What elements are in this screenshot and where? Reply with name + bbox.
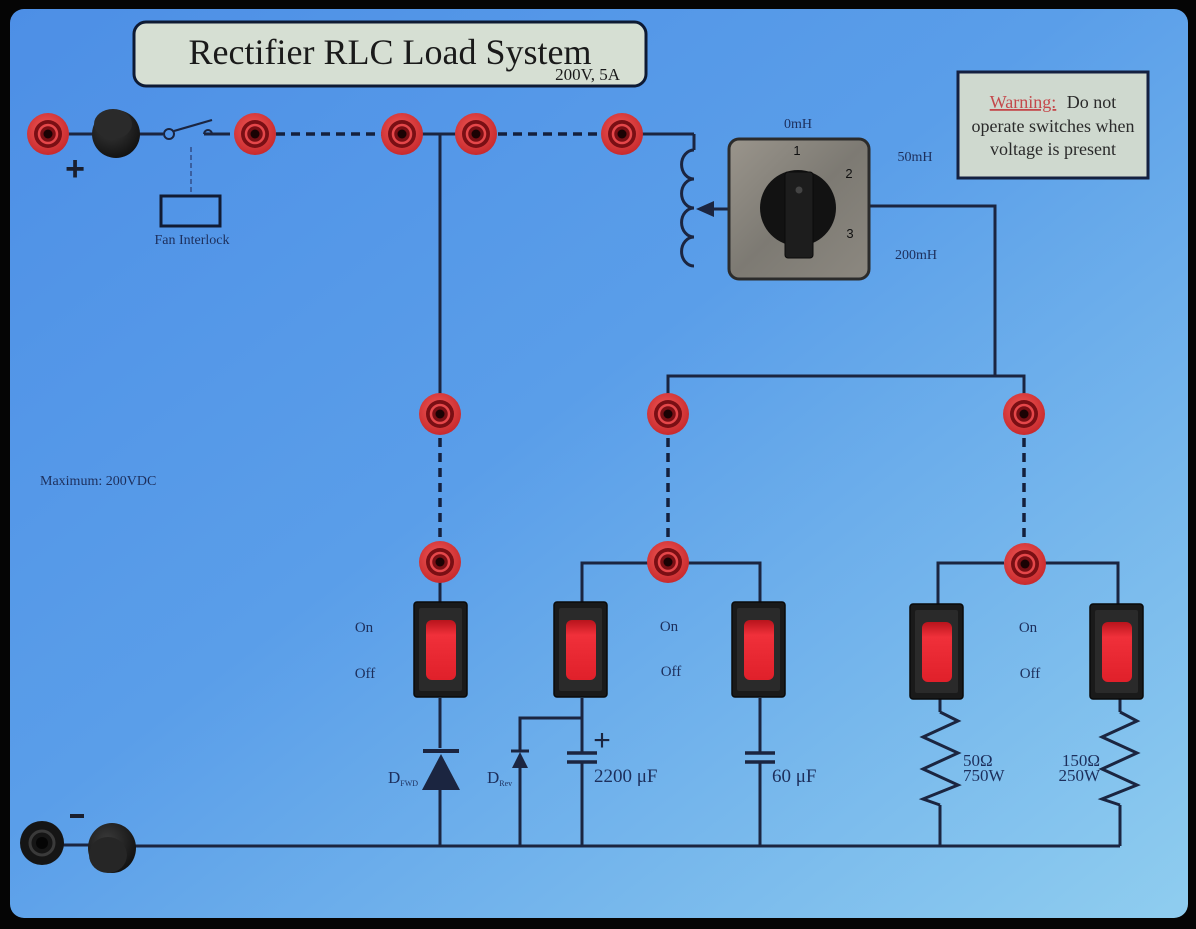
rocker-paddle[interactable] [1102,622,1132,682]
resistor-50ohm-icon [918,710,962,807]
capacitor-branch-lower-jack[interactable] [647,541,689,583]
selector-position-1: 1 [793,143,800,158]
capacitor-branch-upper-jack[interactable] [647,393,689,435]
capacitor-60uf-icon [745,751,775,764]
bank1-off-label: Off [355,666,376,682]
capacitor-60uf-label: 60 μF [772,766,817,787]
positive-terminal-jack[interactable] [27,113,69,155]
fan-interlock-label: Fan Interlock [154,233,229,248]
rocker-switches [413,601,1144,700]
reverse-diode-icon [511,749,529,768]
diode-forward-switch[interactable] [413,601,468,698]
capacitor-60uf-switch[interactable] [731,601,786,698]
bus-jack-2[interactable] [381,113,423,155]
forward-diode-label: DFWD [388,768,418,788]
resistor-50ohm-power: 750W [963,766,1006,785]
resistor-50ohm-switch[interactable] [909,603,964,700]
bank1-on-label: On [355,620,374,636]
forward-diode-icon [422,749,460,790]
bank3-on-label: On [1019,620,1038,636]
inductance-label-200mh: 200mH [895,248,937,263]
capacitor-polarity-plus: + [593,724,611,757]
title-plate: Rectifier RLC Load System 200V, 5A [132,20,648,88]
max-voltage-label: Maximum: 200VDC [40,474,156,489]
resistor-150ohm-value: 150Ω [1062,751,1100,770]
inductance-selector-switch[interactable]: 1 2 3 [727,137,871,281]
panel-background [10,9,1188,918]
rocker-paddle[interactable] [922,622,952,682]
resistor-branch-upper-jack[interactable] [1003,393,1045,435]
resistor-50ohm-value: 50Ω [963,751,993,770]
warning-box: Warning: Do not operate switches when vo… [956,70,1150,180]
warning-prefix: Warning: [990,92,1057,112]
inductance-label-50mh: 50mH [898,150,933,165]
negative-terminal-label [70,814,84,818]
warning-line2: operate switches when [972,116,1135,136]
bus-jack-4[interactable] [601,113,643,155]
positive-fuse-holder[interactable] [92,109,140,158]
resistor-150ohm-icon [1097,710,1141,807]
negative-fuse-holder[interactable] [88,823,136,873]
rocker-paddle[interactable] [744,620,774,680]
rocker-paddle[interactable] [426,620,456,680]
resistor-150ohm-switch[interactable] [1089,603,1144,700]
bank3-off-label: Off [1020,666,1041,682]
banana-jacks [27,113,1046,585]
resistor-branch-lower-jack[interactable] [1004,543,1046,585]
bank2-on-label: On [660,619,679,635]
negative-terminal-jack[interactable] [20,821,64,865]
resistor-150ohm-power: 250W [1058,766,1101,785]
diode-branch-lower-jack[interactable] [419,541,461,583]
fan-interlock-contact: Fan Interlock [154,118,230,248]
variable-inductor-icon [680,148,714,268]
diode-branch-upper-jack[interactable] [419,393,461,435]
positive-terminal-label: + [65,150,85,188]
relay-coil-icon [159,194,222,228]
inductance-label-0mh: 0mH [784,117,812,132]
capacitor-2200uf-switch[interactable] [553,601,608,698]
bus-jack-1[interactable] [234,113,276,155]
selector-knob[interactable] [784,171,814,259]
capacitor-2200uf-icon [567,751,597,764]
warning-line3: voltage is present [990,139,1116,159]
svg-text:Warning: Do not: Warning: Do not [990,92,1117,112]
panel-title: Rectifier RLC Load System [189,32,592,72]
rocker-paddle[interactable] [566,620,596,680]
bank2-off-label: Off [661,664,682,680]
bus-jack-3[interactable] [455,113,497,155]
reverse-diode-label: DRev [487,768,512,788]
wiring [48,132,1122,848]
warning-line1: Do not [1067,92,1117,112]
panel-rating: 200V, 5A [555,65,621,84]
capacitor-2200uf-label: 2200 μF [594,766,658,787]
selector-position-3: 3 [846,226,853,241]
selector-position-2: 2 [845,166,852,181]
